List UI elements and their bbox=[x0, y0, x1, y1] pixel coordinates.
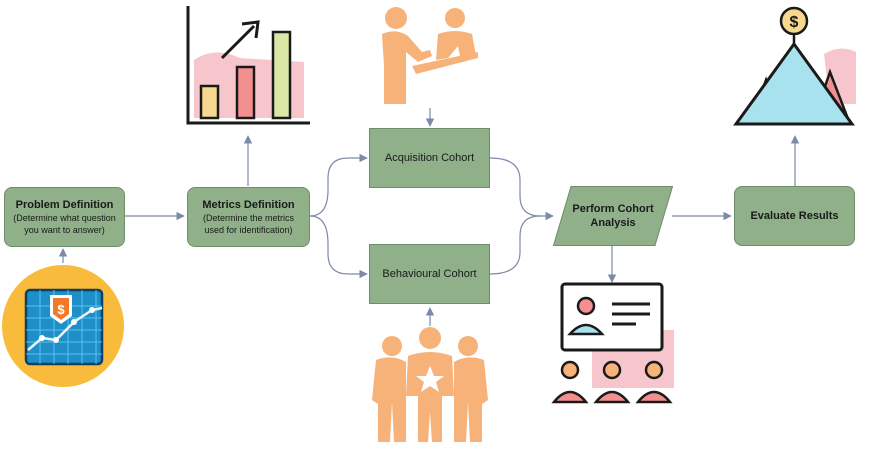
behavioural-cohort-label: Behavioural Cohort bbox=[382, 268, 477, 280]
parallelogram-shape bbox=[553, 186, 673, 246]
connector-behavioural-to-perform bbox=[489, 215, 541, 275]
presentation-audience-icon bbox=[551, 282, 674, 404]
finance-chart-badge-icon: $ bbox=[2, 265, 124, 387]
mountain-peak-dollar-icon: $ bbox=[733, 6, 856, 126]
handshake-signing-icon bbox=[382, 7, 478, 104]
perform-cohort-analysis-node: Perform Cohort Analysis bbox=[553, 186, 673, 246]
connector-acquisition-to-perform bbox=[489, 157, 554, 221]
group-of-people-star-icon bbox=[372, 327, 488, 442]
connector-metrics-to-behavioural bbox=[309, 215, 368, 279]
perform-cohort-label-line1: Perform Cohort bbox=[572, 203, 654, 215]
perform-cohort-label-line2: Analysis bbox=[590, 217, 636, 229]
evaluate-results-node: Evaluate Results bbox=[734, 186, 855, 246]
problem-definition-title: Problem Definition bbox=[15, 199, 114, 211]
metrics-definition-desc-line1: (Determine the metrics bbox=[202, 213, 295, 223]
evaluate-results-label: Evaluate Results bbox=[750, 210, 839, 222]
acquisition-cohort-node: Acquisition Cohort bbox=[369, 128, 490, 188]
metrics-definition-title: Metrics Definition bbox=[202, 199, 295, 211]
svg-text:$: $ bbox=[790, 14, 799, 31]
svg-text:$: $ bbox=[57, 302, 65, 317]
connector-metrics-to-acquisition bbox=[309, 153, 368, 217]
problem-definition-desc-line1: (Determine what question bbox=[13, 213, 116, 223]
problem-definition-desc-line2: you want to answer) bbox=[24, 225, 105, 235]
growth-bar-chart-icon bbox=[186, 6, 310, 125]
behavioural-cohort-node: Behavioural Cohort bbox=[369, 244, 490, 304]
metrics-definition-node: Metrics Definition (Determine the metric… bbox=[187, 187, 310, 247]
problem-definition-node: Problem Definition (Determine what quest… bbox=[4, 187, 125, 247]
acquisition-cohort-label: Acquisition Cohort bbox=[384, 152, 475, 164]
metrics-definition-desc-line2: used for identification) bbox=[204, 225, 293, 235]
